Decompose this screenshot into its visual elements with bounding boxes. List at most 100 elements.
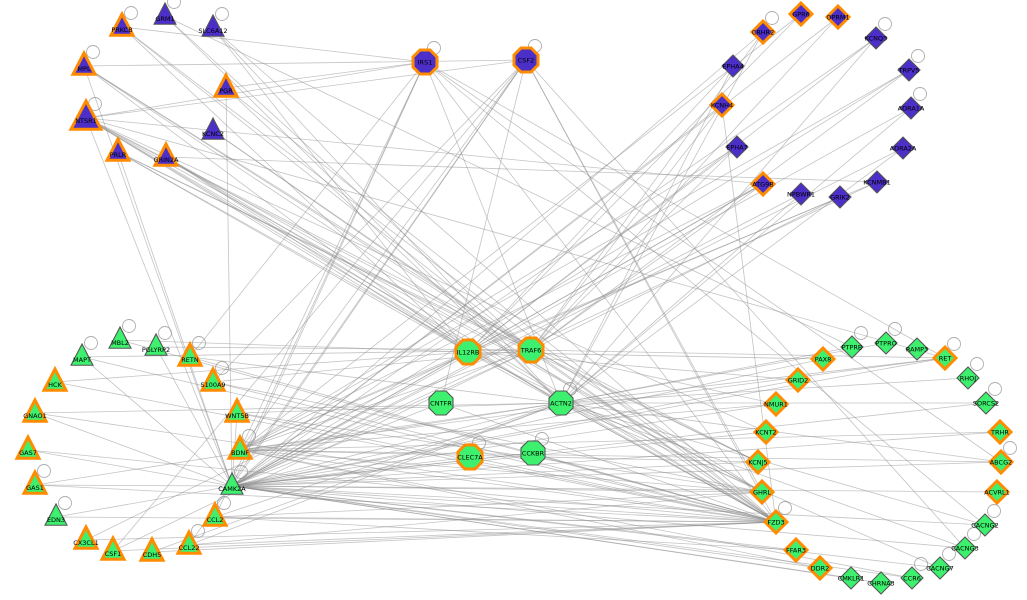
node-label: CACNG7 — [926, 565, 953, 573]
node-gt18[interactable]: CCL22 — [175, 528, 203, 555]
node-gd20[interactable]: DDR2 — [806, 554, 834, 582]
node-gd18[interactable]: FFAR3 — [782, 536, 810, 564]
node-gt12[interactable]: CAMK2A — [218, 471, 246, 495]
node-pt6[interactable]: NTSR1 — [68, 97, 104, 131]
node-pd13[interactable]: GRIK2 — [828, 185, 852, 209]
node-pd14[interactable]: KCNMB1 — [863, 170, 891, 194]
edge-pt5-po1 — [225, 61, 426, 89]
self-loop-gd17 — [987, 504, 1001, 518]
node-pd8[interactable]: ADRA1A — [898, 96, 925, 120]
node-pd12[interactable]: NPBWR1 — [787, 182, 815, 206]
node-gd21[interactable]: CACNG7 — [926, 556, 954, 580]
node-gd13[interactable]: ABCG2 — [987, 448, 1015, 476]
node-gd22[interactable]: CMKLR1 — [838, 566, 865, 590]
edge-pt4-gt12 — [83, 65, 233, 487]
node-gd4[interactable]: PAX8 — [809, 345, 837, 373]
node-gt15[interactable]: CX3CL1 — [72, 523, 100, 550]
node-gd14[interactable]: GHRL — [748, 478, 776, 506]
edge-pt6-gd10 — [85, 117, 767, 433]
triangle-shape — [41, 365, 69, 392]
node-pt3[interactable]: SLC6A12 — [198, 13, 228, 37]
node-gd15[interactable]: ACVRL1 — [983, 478, 1011, 506]
node-gd11[interactable]: TRHR — [986, 418, 1014, 446]
node-go2[interactable]: TRAF6 — [517, 336, 545, 364]
node-pt5[interactable]: PGR — [212, 71, 240, 98]
node-gt6[interactable]: S100A9 — [199, 365, 227, 392]
node-pt8[interactable]: GRIN2A — [152, 140, 180, 167]
diamond-shape — [725, 135, 749, 159]
node-pd4[interactable]: KCNQ3 — [864, 26, 888, 50]
diamond-shape — [973, 513, 997, 537]
diamond-shape — [708, 91, 736, 119]
node-gd2[interactable]: PTPRO — [874, 331, 898, 355]
triangle-shape — [104, 135, 132, 162]
node-gt14[interactable]: CCL2 — [201, 500, 229, 527]
edge-gt13-gd16 — [55, 516, 777, 523]
node-gd17[interactable]: CACNG2 — [971, 513, 999, 537]
node-pt4[interactable]: MPL — [70, 49, 98, 76]
node-go6[interactable]: CCKBR — [520, 440, 546, 466]
node-label: FFAR3 — [786, 547, 806, 555]
triangle-shape — [14, 433, 42, 460]
node-pd3[interactable]: OPRM1 — [824, 3, 852, 31]
node-gd23[interactable]: CHRNA3 — [867, 571, 895, 595]
node-gd19[interactable]: CACNG3 — [951, 536, 979, 560]
node-gt16[interactable]: CSF1 — [99, 534, 127, 561]
node-gt1[interactable]: MBL2 — [108, 325, 132, 349]
edge-po1-gt12 — [231, 61, 426, 487]
triangle-shape — [144, 332, 168, 356]
node-go4[interactable]: ACTN2 — [548, 390, 574, 416]
node-gt4[interactable]: RETN — [176, 340, 204, 367]
node-pd5[interactable]: TRPV5 — [897, 58, 921, 82]
node-gt9[interactable]: GAS7 — [14, 433, 42, 460]
node-label: CX3CL1 — [73, 539, 98, 547]
edge-gt14-go4 — [214, 402, 562, 518]
triangle-shape — [201, 13, 225, 37]
node-gd9[interactable]: SORCS2 — [973, 391, 999, 415]
node-gt3[interactable]: PGLYRP2 — [142, 332, 170, 356]
edge-po1-gt14 — [214, 61, 426, 518]
node-gd24[interactable]: CCR6 — [900, 566, 924, 590]
node-pd9[interactable]: EPHA7 — [725, 135, 749, 159]
node-po1[interactable]: IRS1 — [411, 48, 439, 76]
node-gd12[interactable]: KCNJ5 — [744, 448, 772, 476]
node-gd8[interactable]: NMUR1 — [762, 390, 790, 418]
edge-po2-gd19 — [525, 59, 966, 549]
edge-gt18-go4 — [188, 402, 562, 546]
node-pd2[interactable]: GPR6 — [787, 0, 815, 28]
node-pt2[interactable]: GRM1 — [153, 1, 177, 25]
node-pd6[interactable]: EPHA4 — [721, 54, 745, 78]
node-po2[interactable]: CSF2 — [512, 46, 540, 74]
triangle-shape — [152, 140, 180, 167]
node-pd11[interactable]: ATG9B — [749, 170, 777, 198]
self-loop-gt14 — [217, 496, 231, 510]
edge-pd4-go4 — [560, 37, 877, 404]
node-gd6[interactable]: GRID2 — [784, 366, 812, 394]
node-gd16[interactable]: FZD3 — [762, 508, 790, 536]
node-gt10[interactable]: GAS1 — [21, 468, 49, 495]
node-gt7[interactable]: GNAO1 — [21, 396, 49, 423]
node-pd10[interactable]: ADRA2A — [890, 136, 917, 160]
octagon-shape — [411, 48, 439, 76]
node-pd1[interactable]: CRHR2 — [749, 18, 777, 46]
node-gt11[interactable]: BDNF — [226, 433, 254, 460]
node-pt9[interactable]: KCNC2 — [201, 116, 225, 140]
edge-pt6-gd16 — [85, 117, 777, 523]
node-gt8[interactable]: WNT5B — [223, 396, 251, 423]
node-gd10[interactable]: KCNT2 — [752, 418, 780, 446]
node-gd1[interactable]: PTPRB — [840, 335, 864, 359]
node-go3[interactable]: CNTFR — [428, 390, 454, 416]
node-gd3[interactable]: RAMP3 — [905, 337, 929, 361]
node-pd7[interactable]: KCNH4 — [708, 91, 736, 119]
node-gd7[interactable]: RHOJ — [956, 366, 980, 390]
node-gt13[interactable]: EDN3 — [44, 502, 68, 526]
node-gt17[interactable]: CDH5 — [138, 535, 166, 562]
node-gt5[interactable]: HCK — [41, 365, 69, 392]
node-label: FZD3 — [767, 519, 784, 527]
node-go5[interactable]: CLEC7A — [456, 443, 484, 471]
node-gt2[interactable]: MAPT — [70, 342, 94, 366]
node-gd5[interactable]: RET — [931, 344, 959, 372]
node-pt7[interactable]: PRLR — [104, 135, 132, 162]
node-pt1[interactable]: PRKCB — [108, 10, 136, 37]
node-go1[interactable]: IL12RB — [454, 338, 482, 366]
